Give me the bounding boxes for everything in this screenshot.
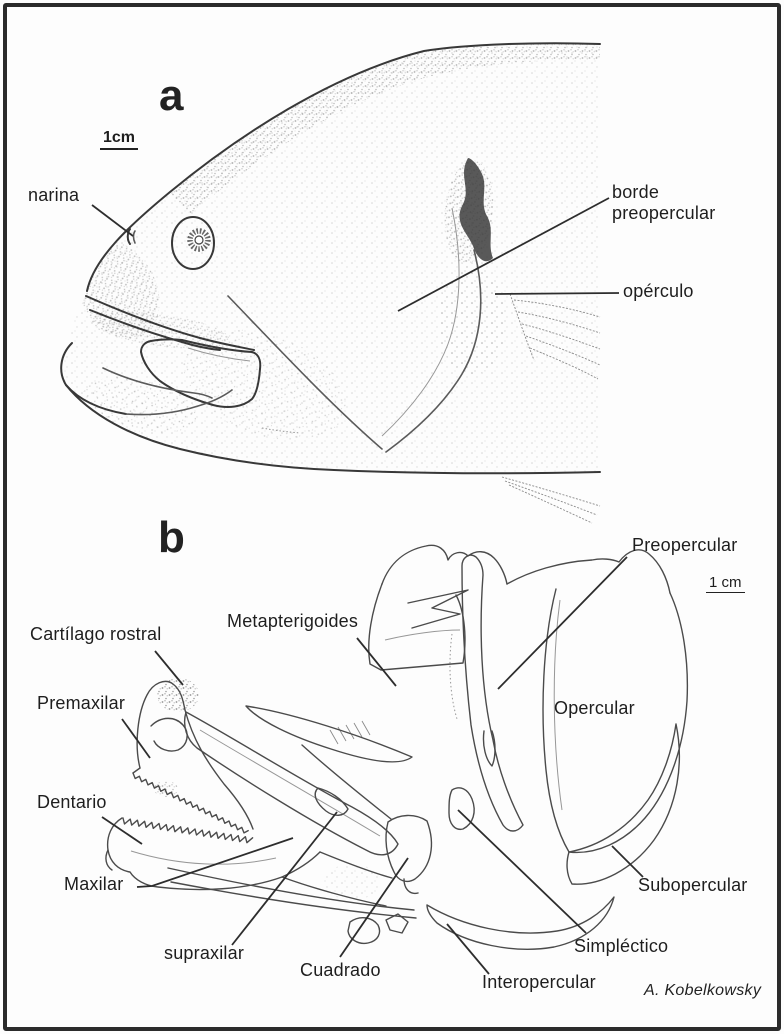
opercular-inner-line [553, 599, 563, 811]
leader-narina [91, 204, 134, 237]
author-credit: A. Kobelkowsky [644, 982, 762, 999]
cuadrado-bone [385, 814, 433, 883]
dentario-front-notch [105, 849, 113, 871]
joint-stipple [154, 781, 178, 797]
ectopterygoid-line [301, 744, 392, 820]
maxilla-blade [139, 338, 262, 408]
hyoid-bar-top [167, 867, 415, 911]
eye-outline [171, 216, 215, 270]
premaxilar-teeth [132, 772, 249, 834]
hyoid-bar-bottom [170, 881, 417, 919]
leader-operculo [494, 292, 620, 295]
label-borde-line2: preopercular [612, 203, 716, 223]
leader-interopercular [446, 923, 490, 975]
supraxilar-bone [314, 787, 349, 816]
premaxilar-curl [150, 717, 188, 752]
label-supraxilar: supraxilar [164, 943, 245, 963]
leader-cartilago-rostral [154, 650, 184, 686]
leader-metapterigoides [356, 637, 397, 687]
leader-preopercular [497, 556, 628, 690]
leader-subopercular [611, 845, 644, 878]
opercular-anterior-faint-edge [449, 633, 458, 720]
leader-premaxilar [121, 718, 151, 759]
metapterigoides-wedge [407, 589, 469, 629]
lower-jaw-top-edge [125, 389, 233, 416]
opercular-anterior-edge [542, 588, 570, 853]
premaxilar-dorsal-edge [184, 709, 254, 830]
ventral-body-line [65, 384, 601, 475]
palatine-wedge [245, 705, 413, 763]
label-narina: narina [28, 185, 80, 205]
label-dentario: Dentario [37, 792, 107, 812]
interopercular-bone [426, 896, 615, 950]
metapterigoides-ridge [384, 629, 461, 641]
hyomandibula-top [381, 544, 508, 585]
panel-b-letter: b [158, 513, 185, 562]
opercular-top-edge [506, 549, 671, 594]
panel-b-drawing [101, 544, 689, 975]
dentario-teeth [122, 817, 254, 844]
preopercular-bone [461, 554, 524, 832]
upper-lip-top [85, 295, 255, 351]
label-metapterigoides: Metapterigoides [227, 611, 359, 631]
eye-pupil [194, 235, 204, 245]
mandible-link-upper [319, 851, 393, 879]
inner-lower-lip [102, 367, 213, 399]
opercle-edge [385, 249, 482, 453]
panel-a-drawing [60, 42, 620, 524]
maxilar-bone [183, 711, 399, 856]
label-cuadrado: Cuadrado [300, 960, 381, 980]
label-borde-line1: borde [612, 182, 660, 202]
opercular-posterior-edge [568, 592, 689, 854]
leader-borde-preopercular [397, 197, 610, 312]
mandible-link-lower [281, 876, 387, 907]
label-premaxilar: Premaxilar [37, 693, 126, 713]
premaxilar-anterior-process [136, 680, 186, 769]
scale-bar-a: 1cm [100, 129, 139, 150]
rostral-cartilage-stipple [157, 678, 199, 712]
label-borde-preopercular: borde preopercular [612, 182, 715, 224]
upper-lip-bottom [89, 309, 221, 351]
subopercular-bone [566, 723, 681, 885]
dentario-inner-line [130, 850, 277, 865]
premaxilar-front-edge [132, 767, 141, 774]
eye-iris-stipple [187, 228, 211, 252]
cuadrado-condyle [403, 878, 419, 895]
label-preopercular: Preopercular [632, 535, 738, 555]
label-opercular: Opercular [554, 698, 635, 718]
scale-bar-b: 1 cm [706, 574, 745, 593]
articular-stipple [324, 864, 380, 900]
leader-dentario [101, 816, 143, 845]
label-simplectico: Simpléctico [574, 936, 669, 956]
label-interopercular: Interopercular [482, 972, 596, 992]
metapterygoid-hatch [329, 720, 371, 745]
narina-inner-arc [132, 230, 136, 244]
narina-outer-arc [126, 228, 131, 245]
leader-maxilar [136, 837, 294, 888]
label-subopercular: Subopercular [638, 875, 748, 895]
preopercular-tip-detail [482, 730, 496, 767]
label-operculo: opérculo [623, 281, 694, 301]
articular-fragment [385, 913, 409, 934]
leader-simplectico [457, 809, 587, 934]
simplectico-bone [448, 787, 475, 831]
label-cartilago-rostral: Cartílago rostral [30, 624, 162, 644]
preopercle-inner-edge [381, 207, 460, 437]
label-maxilar: Maxilar [64, 874, 124, 894]
leader-cuadrado [339, 857, 409, 958]
pectoral-fin-rays [509, 293, 601, 380]
cheek-curve [227, 295, 383, 450]
pelvic-fin-rays [501, 476, 601, 524]
panel-a-letter: a [159, 71, 184, 120]
maxilar-inner-line [199, 729, 381, 837]
maxilla-blade-shine [187, 347, 251, 362]
faint-dotted-line [261, 427, 301, 434]
preopercular-dark-border [459, 158, 493, 262]
leader-supraxilar [231, 811, 338, 946]
